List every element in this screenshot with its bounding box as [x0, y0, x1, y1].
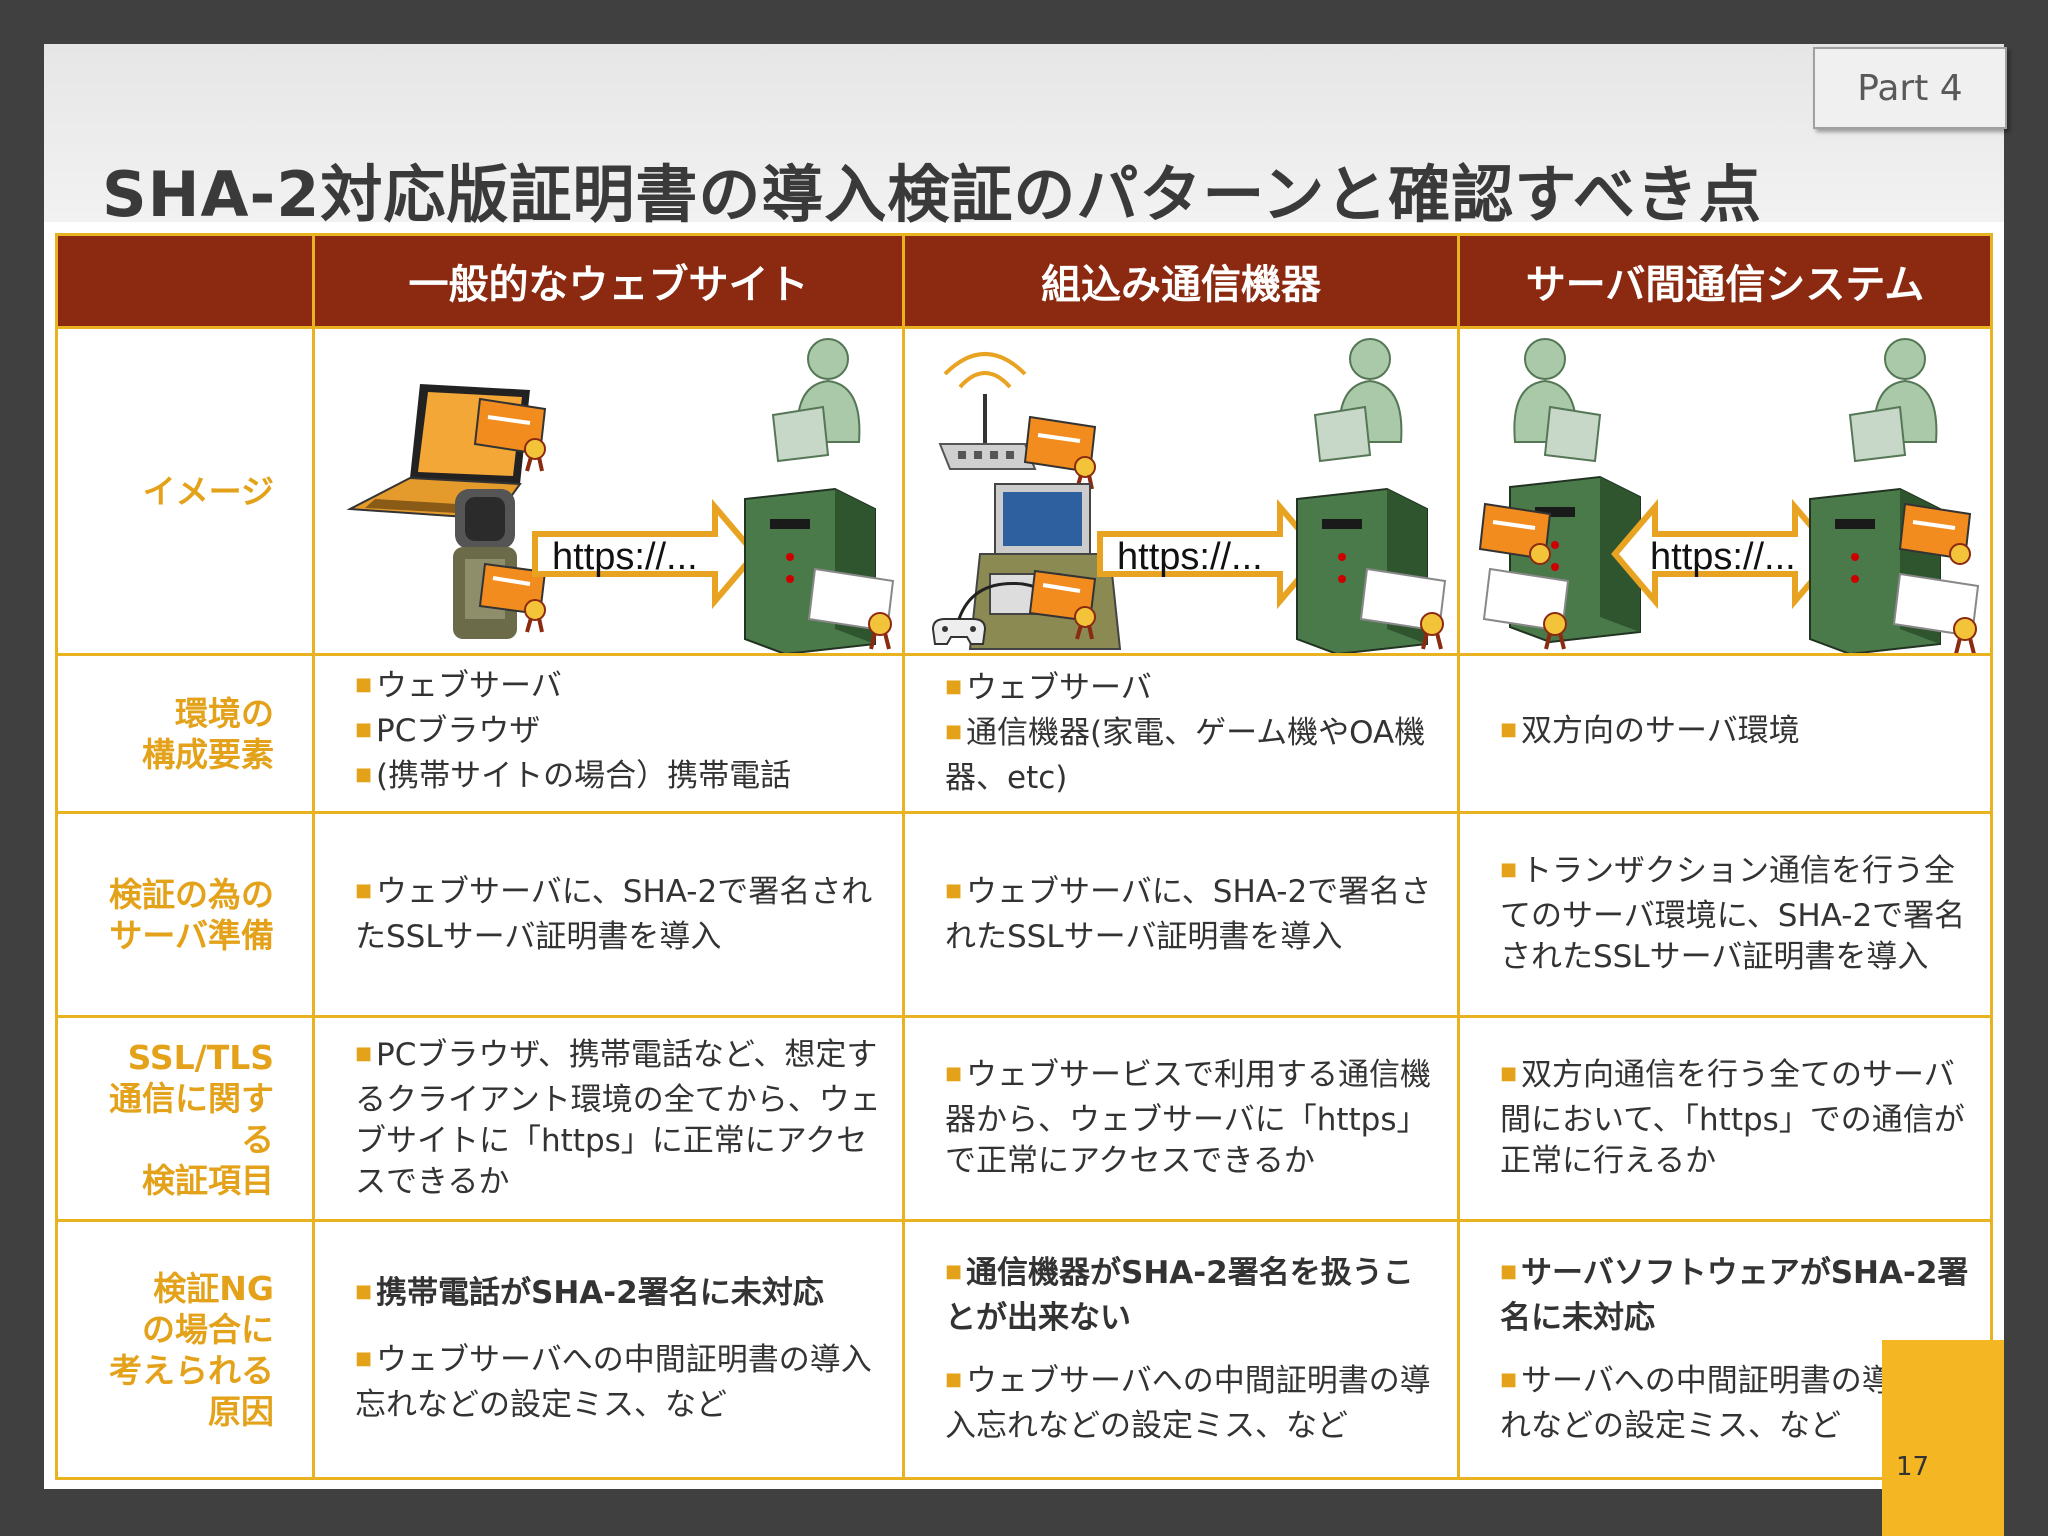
- certificate-icon: [1482, 567, 1570, 650]
- certificate-icon: [1892, 572, 1980, 653]
- person-icon: [1313, 338, 1403, 463]
- table-cell: ■通信機器がSHA-2署名を扱うことが出来ない ■ウェブサーバへの中間証明書の導…: [902, 1219, 1460, 1480]
- row-label: 環境の構成要素: [55, 653, 315, 814]
- comparison-table: 一般的なウェブサイト 組込み通信機器 サーバ間通信システム イメージ: [55, 233, 1993, 1480]
- row-label: イメージ: [55, 326, 315, 656]
- image-cell-website: https://...: [312, 326, 905, 656]
- certificate-icon: [807, 567, 895, 650]
- table-cell: ■双方向のサーバ環境: [1457, 653, 1993, 814]
- server-icon: [1296, 487, 1428, 653]
- table-cell: ■ウェブサーバ ■PCブラウザ ■(携帯サイトの場合）携帯電話: [312, 653, 905, 814]
- header-corner: [55, 233, 315, 329]
- person-icon: [1513, 338, 1602, 463]
- table-cell: ■ウェブサーバ ■通信機器(家電、ゲーム機やOA機器、etc): [902, 653, 1460, 814]
- certificate-icon: [473, 397, 547, 472]
- certificate-icon: [1478, 502, 1552, 565]
- table-cell: ■双方向通信を行う全てのサーバ間において、「https」での通信が正常に行えるか: [1457, 1015, 1993, 1222]
- url-label: https://...: [552, 536, 698, 578]
- table-cell: ■ウェブサーバに、SHA-2で署名されたSSLサーバ証明書を導入: [902, 811, 1460, 1018]
- column-header: 一般的なウェブサイト: [312, 233, 905, 329]
- row-label: 検証の為のサーバ準備: [55, 811, 315, 1018]
- column-header: 組込み通信機器: [902, 233, 1460, 329]
- certificate-icon: [1359, 567, 1447, 650]
- table-row: 検証の為のサーバ準備 ■ウェブサーバに、SHA-2で署名されたSSLサーバ証明書…: [55, 811, 1993, 1018]
- slide-header-band: [44, 44, 2004, 222]
- person-icon: [771, 338, 861, 463]
- table-cell: ■ウェブサーバに、SHA-2で署名されたSSLサーバ証明書を導入: [312, 811, 905, 1018]
- table-row: 環境の構成要素 ■ウェブサーバ ■PCブラウザ ■(携帯サイトの場合）携帯電話 …: [55, 653, 1993, 814]
- certificate-icon: [478, 562, 547, 633]
- router-icon: [938, 352, 1037, 470]
- certificate-icon: [1023, 415, 1097, 490]
- arrow-icon: [532, 498, 759, 610]
- table-row-image: イメージ: [55, 326, 1993, 656]
- person-icon: [1848, 338, 1938, 463]
- table-cell: ■携帯電話がSHA-2署名に未対応 ■ウェブサーバへの中間証明書の導入忘れなどの…: [312, 1219, 905, 1480]
- table-cell: ■ウェブサービスで利用する通信機器から、ウェブサーバに「https」で正常にアク…: [902, 1015, 1460, 1222]
- url-label: https://...: [1117, 536, 1263, 578]
- url-label: https://...: [1650, 536, 1796, 578]
- image-cell-embedded: https://...: [902, 326, 1460, 656]
- page-title: SHA-2対応版証明書の導入検証のパターンと確認すべき点: [102, 158, 1762, 231]
- certificate-icon: [1898, 502, 1972, 565]
- image-cell-server-to-server: https://...: [1457, 326, 1993, 656]
- certificate-icon: [1028, 569, 1097, 640]
- page-number: 17: [1896, 1452, 1930, 1482]
- column-header: サーバ間通信システム: [1457, 233, 1993, 329]
- corner-accent: [1882, 1340, 2004, 1536]
- server-icon: [744, 487, 876, 653]
- table-header-row: 一般的なウェブサイト 組込み通信機器 サーバ間通信システム: [55, 233, 1993, 329]
- table-cell: ■トランザクション通信を行う全てのサーバ環境に、SHA-2で署名されたSSLサー…: [1457, 811, 1993, 1018]
- table-cell: ■PCブラウザ、携帯電話など、想定するクライアント環境の全てから、ウェブサイトに…: [312, 1015, 905, 1222]
- part-badge: Part 4: [1813, 47, 2007, 129]
